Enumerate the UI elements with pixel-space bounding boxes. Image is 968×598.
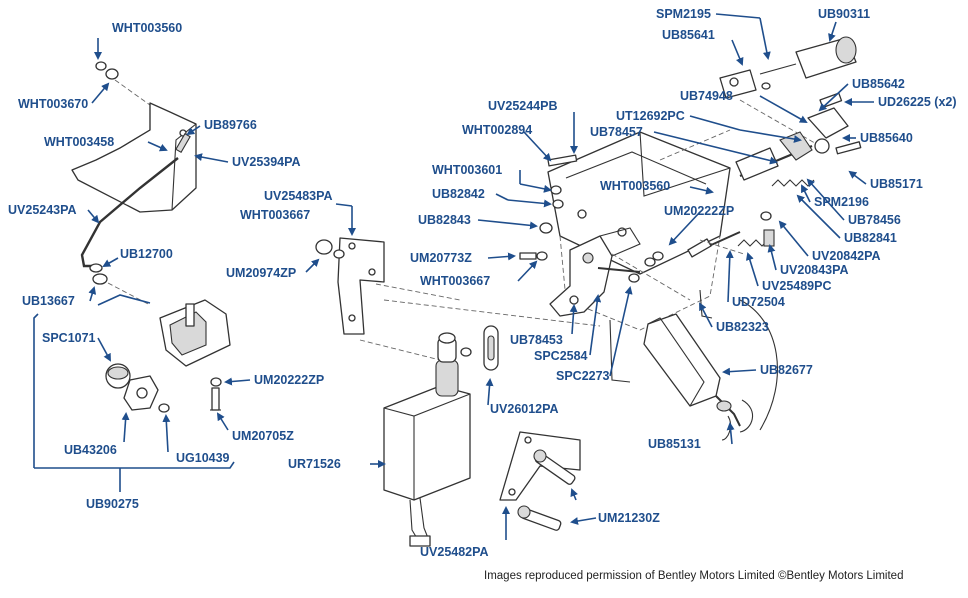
- label-ub89766: UB89766: [204, 118, 257, 132]
- label-wht003670: WHT003670: [18, 97, 88, 111]
- assembly-guides-centre: [359, 283, 601, 361]
- label-wht003458: WHT003458: [44, 135, 114, 149]
- fasteners-plate-left: [519, 154, 578, 261]
- label-ub85131: UB85131: [648, 437, 701, 451]
- label-wht003667-centre: WHT003667: [240, 208, 310, 222]
- label-um20773z: UM20773Z: [410, 251, 472, 265]
- bracket-uv25483pa: [315, 237, 385, 335]
- label-spm2196: SPM2196: [814, 195, 869, 209]
- copyright-credit: Images reproduced permission of Bentley …: [484, 570, 903, 582]
- label-uv25489pc: UV25489PC: [762, 279, 832, 293]
- label-spc1071: SPC1071: [42, 331, 96, 345]
- label-ub85171: UB85171: [870, 177, 923, 191]
- label-ub43206: UB43206: [64, 443, 117, 457]
- latch-assembly-ub90275: [105, 299, 231, 413]
- label-uv25483pa: UV25483PA: [264, 189, 333, 203]
- label-um20222zp-left: UM20222ZP: [254, 373, 324, 387]
- label-spm2195: SPM2195: [656, 7, 711, 21]
- label-ub78453: UB78453: [510, 333, 563, 347]
- label-ub82677: UB82677: [760, 363, 813, 377]
- lock-barrel-ub90311: [719, 36, 857, 147]
- label-ub82323: UB82323: [716, 320, 769, 334]
- cam-spindle-right: [735, 92, 862, 181]
- label-wht003667-right: WHT003667: [420, 274, 490, 288]
- label-um21230z: UM21230Z: [598, 511, 660, 525]
- label-um20705z: UM20705Z: [232, 429, 294, 443]
- label-uv25244pb: UV25244PB: [488, 99, 558, 113]
- label-um20974zp: UM20974ZP: [226, 266, 296, 280]
- label-ub74948: UB74948: [680, 89, 733, 103]
- washer-pair-top-left: [95, 61, 151, 106]
- assembly-guides-right: [611, 129, 745, 301]
- label-ub82841: UB82841: [844, 231, 897, 245]
- label-ub85641: UB85641: [662, 28, 715, 42]
- label-spc2273: SPC2273: [556, 369, 610, 383]
- label-uv25482pa: UV25482PA: [420, 545, 489, 559]
- group-bracket-ub90275: [33, 294, 235, 492]
- link-uv26012pa: [460, 325, 499, 371]
- label-um20222zp-right: UM20222ZP: [664, 204, 734, 218]
- label-wht003560-top-left: WHT003560: [112, 21, 182, 35]
- label-ub82842: UB82842: [432, 187, 485, 201]
- actuator-ur71526: [383, 332, 471, 547]
- label-uv26012pa: UV26012PA: [490, 402, 559, 416]
- label-ub82843: UB82843: [418, 213, 471, 227]
- label-ut12692pc: UT12692PC: [616, 109, 685, 123]
- label-ub78457: UB78457: [590, 125, 643, 139]
- label-ub12700: UB12700: [120, 247, 173, 261]
- label-ub78456: UB78456: [848, 213, 901, 227]
- label-spc2584: SPC2584: [534, 349, 588, 363]
- leader-arrows: [87, 13, 874, 540]
- label-ur71526: UR71526: [288, 457, 341, 471]
- label-uv20843pa: UV20843PA: [780, 263, 849, 277]
- label-wht003560-right: WHT003560: [600, 179, 670, 193]
- label-ub85640: UB85640: [860, 131, 913, 145]
- label-uv25243pa: UV25243PA: [8, 203, 77, 217]
- clip-washers-left: [89, 263, 151, 306]
- label-ud72504: UD72504: [732, 295, 785, 309]
- rod-uv25243pa: [80, 157, 179, 268]
- label-wht002894: WHT002894: [462, 123, 532, 137]
- actuator-ub82677: [643, 313, 753, 441]
- part-labels: WHT003560 WHT003670 WHT003458 UB89766 UV…: [8, 7, 957, 559]
- label-ub85642: UB85642: [852, 77, 905, 91]
- label-ud26225: UD26225 (x2): [878, 95, 957, 109]
- label-ub13667: UB13667: [22, 294, 75, 308]
- bolts-um21230z: [517, 449, 576, 531]
- label-ug10439: UG10439: [176, 451, 230, 465]
- line-art: [33, 36, 862, 547]
- label-wht003601: WHT003601: [432, 163, 502, 177]
- label-uv20842pa: UV20842PA: [812, 249, 881, 263]
- springs-rods-right: [597, 144, 815, 283]
- label-ub90311: UB90311: [818, 7, 870, 21]
- guide-rails-right: [609, 289, 778, 431]
- bracket-uv25482pa: [499, 431, 581, 501]
- label-ub90275: UB90275: [86, 497, 139, 511]
- label-uv25394pa: UV25394PA: [232, 155, 301, 169]
